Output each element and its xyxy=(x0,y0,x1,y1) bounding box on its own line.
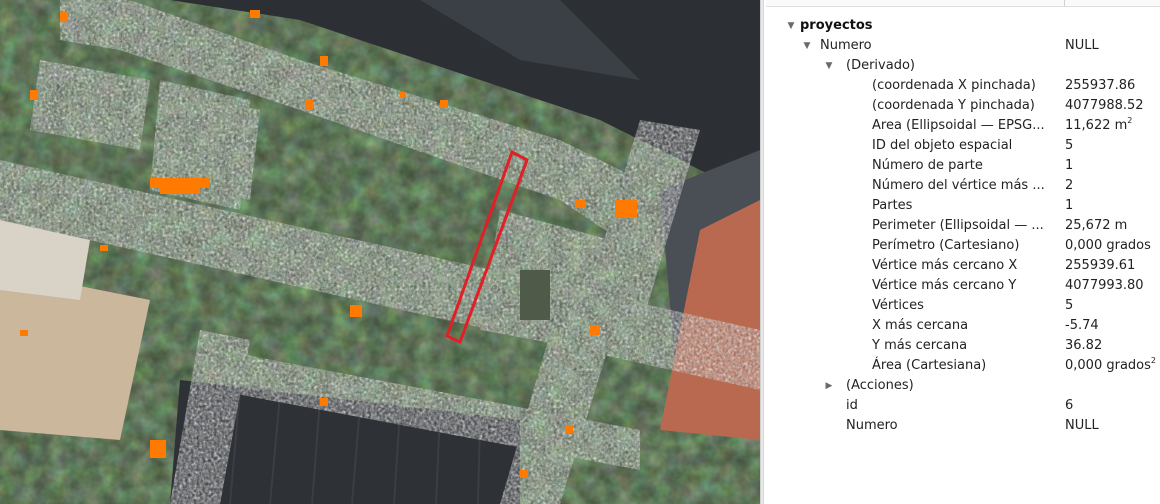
derived-item-value: 36.82 xyxy=(1065,338,1103,353)
courtyard xyxy=(520,270,550,320)
derived-item-value: 1 xyxy=(1065,158,1074,173)
derived-item-label: Vértices xyxy=(872,298,924,313)
feature-field: Numero xyxy=(820,38,872,53)
selected-feature-outline[interactable] xyxy=(445,149,529,345)
derived-item[interactable]: Área (Cartesiana) 0,000 grados2 xyxy=(766,356,1160,376)
derived-item-value: 11,622 m2 xyxy=(1065,116,1160,136)
derived-item-value: 255939.61 xyxy=(1065,258,1136,273)
attribute-value: 6 xyxy=(1065,398,1074,413)
attribute-row-id[interactable]: id 6 xyxy=(766,396,1160,416)
derived-item-label: (coordenada Y pinchada) xyxy=(872,98,1035,113)
derived-item[interactable]: X más cercana -5.74 xyxy=(766,316,1160,336)
panel-header-strip xyxy=(766,0,1160,7)
derived-item-label: Perímetro (Cartesiano) xyxy=(872,238,1020,253)
triangle-down-icon[interactable]: ▼ xyxy=(803,41,811,51)
derived-item-label: Área (Cartesiana) xyxy=(872,358,987,373)
tree-row-actions[interactable]: ▶ (Acciones) xyxy=(766,376,1160,396)
derived-item-value: 0,000 grados xyxy=(1065,238,1151,253)
derived-item-label: Vértice más cercano Y xyxy=(872,278,1017,293)
triangle-right-icon[interactable]: ▶ xyxy=(825,381,833,391)
derived-item-value: -5.74 xyxy=(1065,318,1099,333)
identify-results-panel: ▼ proyectos ▼ Numero NULL ▼ (Derivado) (… xyxy=(766,0,1160,504)
building-u-right xyxy=(150,80,250,210)
triangle-down-icon[interactable]: ▼ xyxy=(825,61,833,71)
attribute-label: Numero xyxy=(846,418,898,433)
map-canvas[interactable] xyxy=(0,0,760,504)
derived-item-label: Area (Ellipsoidal — EPSG... xyxy=(872,118,1045,133)
derived-item-value: 5 xyxy=(1065,298,1074,313)
attribute-label: id xyxy=(846,398,858,413)
unit-exponent: 2 xyxy=(1127,116,1133,125)
derived-item-value: 0,000 grados2 xyxy=(1065,356,1160,376)
derived-item-label: ID del objeto espacial xyxy=(872,138,1013,153)
tree-row-layer[interactable]: ▼ proyectos xyxy=(766,16,1160,36)
derived-item-value: 4077988.52 xyxy=(1065,98,1144,113)
attribute-row-numero[interactable]: Numero NULL xyxy=(766,416,1160,436)
derived-item[interactable]: Vértice más cercano X 255939.61 xyxy=(766,256,1160,276)
building-beige xyxy=(0,270,150,440)
derived-item[interactable]: Número de parte 1 xyxy=(766,156,1160,176)
tree-row-feature[interactable]: ▼ Numero NULL xyxy=(766,36,1160,56)
derived-item-label: Y más cercana xyxy=(872,338,968,353)
derived-item[interactable]: Perímetro (Cartesiano) 0,000 grados xyxy=(766,236,1160,256)
derived-item-value: 5 xyxy=(1065,138,1074,153)
derived-item[interactable]: ID del objeto espacial 5 xyxy=(766,136,1160,156)
hotspot-markers xyxy=(20,10,637,478)
building-white xyxy=(0,220,90,300)
derived-item[interactable]: Area (Ellipsoidal — EPSG... 11,622 m2 xyxy=(766,116,1160,136)
derived-item-value: 2 xyxy=(1065,178,1074,193)
derived-item-label: Número del vértice más ... xyxy=(872,178,1045,193)
building-u-left xyxy=(30,60,150,150)
value-text: 0,000 grados xyxy=(1065,358,1151,373)
panel-splitter[interactable] xyxy=(760,0,764,504)
derived-label: (Derivado) xyxy=(846,58,915,73)
building-roof xyxy=(420,0,640,80)
derived-item-label: Partes xyxy=(872,198,913,213)
derived-item[interactable]: (coordenada Y pinchada) 4077988.52 xyxy=(766,96,1160,116)
actions-label: (Acciones) xyxy=(846,378,914,393)
derived-item[interactable]: Partes 1 xyxy=(766,196,1160,216)
derived-item-label: Vértice más cercano X xyxy=(872,258,1018,273)
derived-item[interactable]: Vértice más cercano Y 4077993.80 xyxy=(766,276,1160,296)
derived-item-value: 25,672 m xyxy=(1065,218,1128,233)
derived-item-value: 1 xyxy=(1065,198,1074,213)
feature-value: NULL xyxy=(1065,38,1099,53)
derived-item[interactable]: (coordenada X pinchada) 255937.86 xyxy=(766,76,1160,96)
road-strip-top xyxy=(60,0,640,240)
derived-item-value: 255937.86 xyxy=(1065,78,1136,93)
attribute-value: NULL xyxy=(1065,418,1099,433)
unit-exponent: 2 xyxy=(1150,356,1156,365)
derived-item[interactable]: Perimeter (Ellipsoidal — ... 25,672 m xyxy=(766,216,1160,236)
derived-item-value: 4077993.80 xyxy=(1065,278,1144,293)
derived-item-label: Perimeter (Ellipsoidal — ... xyxy=(872,218,1044,233)
tree-row-derived[interactable]: ▼ (Derivado) xyxy=(766,56,1160,76)
aerial-imagery xyxy=(0,0,760,504)
derived-item-label: Número de parte xyxy=(872,158,983,173)
layer-name: proyectos xyxy=(800,18,873,33)
derived-item-label: (coordenada X pinchada) xyxy=(872,78,1036,93)
derived-item[interactable]: Vértices 5 xyxy=(766,296,1160,316)
building-block-top xyxy=(170,0,760,200)
derived-item[interactable]: Y más cercana 36.82 xyxy=(766,336,1160,356)
derived-item-label: X más cercana xyxy=(872,318,969,333)
triangle-down-icon[interactable]: ▼ xyxy=(787,21,795,31)
derived-item[interactable]: Número del vértice más ... 2 xyxy=(766,176,1160,196)
value-text: 11,622 m xyxy=(1065,118,1128,133)
